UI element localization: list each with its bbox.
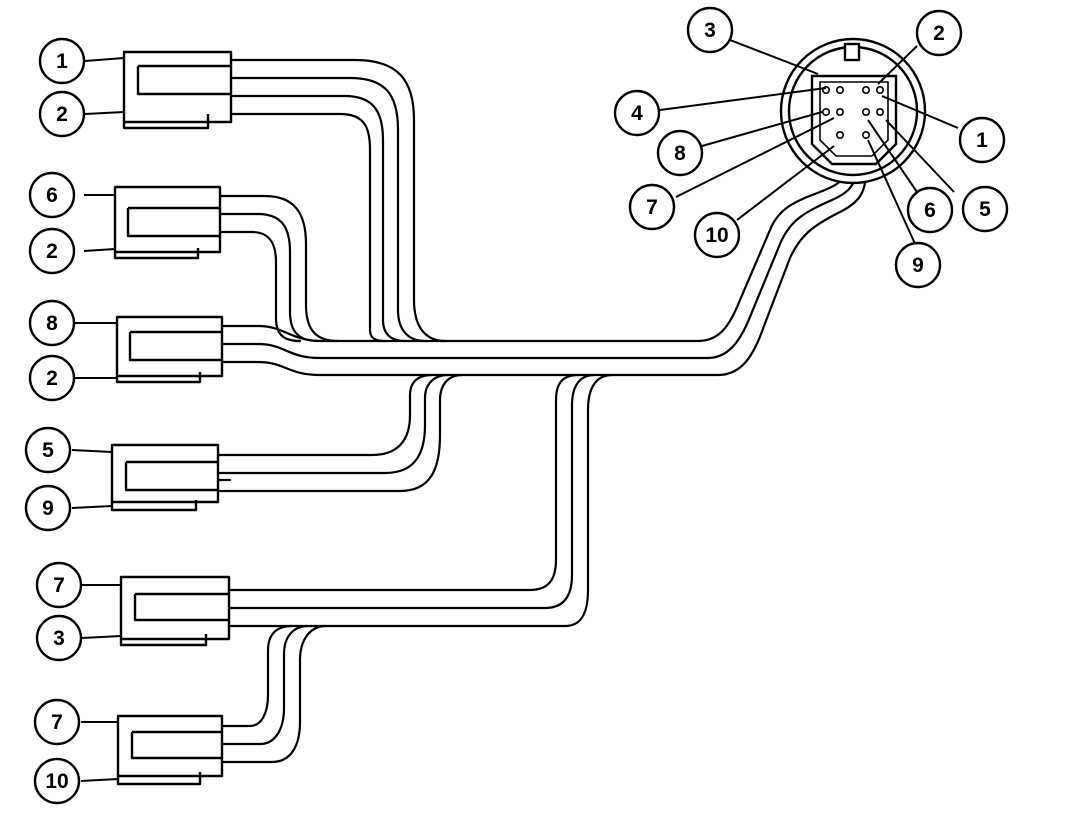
connector-7-10 (116, 714, 224, 786)
svg-text:6: 6 (924, 199, 936, 222)
left-callouts: 1 2 6 2 8 2 5 9 (24, 37, 86, 805)
svg-text:8: 8 (46, 312, 58, 335)
svg-text:2: 2 (56, 103, 68, 126)
svg-text:7: 7 (53, 574, 65, 597)
callout-left-9: 7 (35, 561, 83, 609)
callout-conn-8: 5 (961, 185, 1009, 233)
callout-left-3: 6 (28, 171, 76, 219)
svg-text:8: 8 (674, 142, 686, 165)
svg-text:2: 2 (46, 240, 58, 263)
callout-conn-1: 3 (686, 6, 734, 54)
callout-left-2: 2 (38, 90, 86, 138)
svg-text:2: 2 (46, 367, 58, 390)
callout-left-6: 2 (28, 354, 76, 402)
svg-text:10: 10 (705, 224, 728, 247)
callout-left-4: 2 (28, 227, 76, 275)
callout-conn-6: 7 (628, 183, 676, 231)
svg-text:2: 2 (933, 22, 945, 45)
connector-6-2 (113, 185, 222, 260)
callout-left-7: 5 (24, 426, 72, 474)
callout-left-1: 1 (38, 37, 86, 85)
svg-text:1: 1 (976, 129, 988, 152)
inline-connectors (110, 50, 233, 786)
svg-text:5: 5 (979, 198, 991, 221)
callout-left-5: 8 (28, 299, 76, 347)
svg-text:3: 3 (53, 627, 65, 650)
callout-left-12: 10 (33, 757, 81, 805)
callout-conn-3: 4 (613, 89, 661, 137)
callout-conn-5: 8 (656, 129, 704, 177)
connector-7-3 (119, 575, 231, 647)
svg-text:7: 7 (51, 711, 63, 734)
callout-conn-2: 2 (915, 9, 963, 57)
callout-left-11: 7 (33, 698, 81, 746)
callout-left-10: 3 (35, 614, 83, 662)
svg-text:7: 7 (646, 196, 658, 219)
callout-conn-7: 6 (906, 186, 954, 234)
connector-pins (821, 86, 884, 140)
svg-text:1: 1 (56, 50, 68, 73)
connector-callouts: 3 2 4 1 8 7 6 5 (613, 6, 1009, 289)
callout-conn-10: 9 (894, 241, 942, 289)
connector-1-2 (122, 50, 233, 130)
svg-text:9: 9 (42, 497, 54, 520)
callout-left-8: 9 (24, 484, 72, 532)
svg-text:5: 5 (42, 439, 54, 462)
connector-8-2 (115, 315, 224, 384)
svg-text:3: 3 (704, 19, 716, 42)
round-connector (779, 37, 927, 185)
leader-lines (71, 39, 959, 782)
svg-text:4: 4 (631, 102, 643, 125)
callout-conn-4: 1 (958, 116, 1006, 164)
connector-5-9 (110, 443, 220, 512)
callout-conn-9: 10 (693, 211, 741, 259)
svg-text:9: 9 (912, 254, 924, 277)
svg-text:6: 6 (46, 184, 58, 207)
wire-harness (216, 58, 868, 764)
svg-text:10: 10 (45, 770, 68, 793)
